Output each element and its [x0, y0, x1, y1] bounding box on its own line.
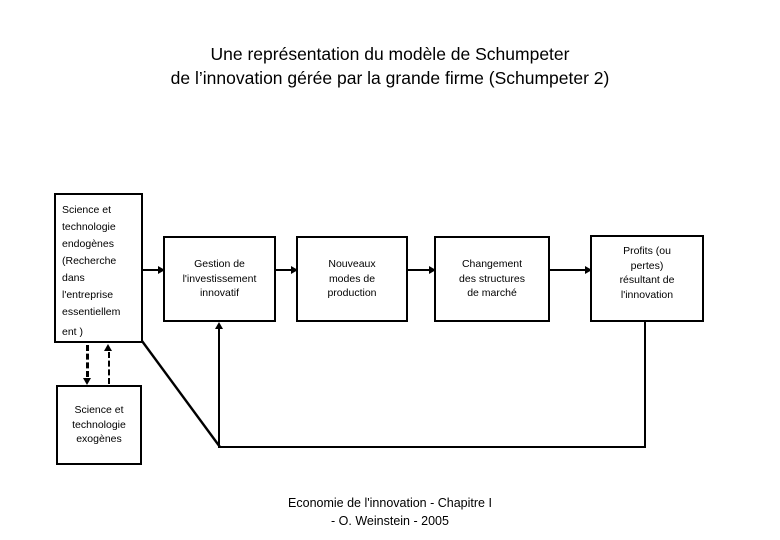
node-line: des structures [459, 272, 525, 285]
node-line: endogènes [62, 238, 114, 250]
node-line: de marché [467, 287, 517, 300]
node-line: Nouveaux [328, 258, 376, 271]
edge-endogenous-to-investment [143, 269, 165, 271]
node-nouveaux-modes-de-production[interactable]: Nouveaux modes de production [296, 236, 408, 322]
edge-market-to-profits [550, 269, 592, 271]
page-title: Une représentation du modèle de Schumpet… [0, 42, 780, 90]
edge-feedback-vertical-right [644, 322, 646, 448]
footer-line-1: Economie de l'innovation - Chapitre I [288, 496, 492, 510]
node-line: dans [62, 272, 85, 284]
arrowhead-exogenous-to-endogenous [104, 344, 112, 351]
node-line: résultant de [619, 274, 675, 286]
node-line: Changement [461, 258, 523, 271]
node-line: pertes) [630, 259, 664, 272]
edge-endogenous-diagonal [141, 340, 221, 448]
node-gestion-investissement-innovatif[interactable]: Gestion de l'investissement innovatif [163, 236, 276, 322]
node-line: essentiellem [62, 306, 121, 318]
edge-feedback-horizontal [218, 446, 646, 448]
node-line: modes de [328, 272, 376, 285]
node-line: Science et [62, 204, 112, 216]
node-line: ent ) [62, 326, 84, 338]
node-line: l'innovation [620, 288, 674, 301]
node-line: innovatif [199, 287, 240, 300]
node-line: Gestion de [194, 258, 245, 271]
node-profits-resultant-innovation[interactable]: Profits (ou pertes) résultant de l'innov… [590, 235, 704, 322]
edge-production-to-market [408, 269, 436, 271]
node-line: technologie [72, 418, 126, 431]
footer-credit: Economie de l'innovation - Chapitre I - … [0, 494, 780, 530]
node-line: exogènes [76, 433, 122, 446]
node-line: l'investissement [182, 272, 257, 285]
node-science-technologie-endogenes[interactable]: Science et technologie endogènes (Recher… [54, 193, 143, 343]
footer-line-2: - O. Weinstein - 2005 [331, 514, 449, 528]
node-line: (Recherche [62, 255, 117, 267]
arrowhead-investment-to-production [291, 266, 298, 274]
edge-feedback-vertical-left [218, 329, 220, 447]
node-line: l'entreprise [62, 289, 114, 301]
node-line: Science et [74, 404, 124, 417]
node-changement-structures-marche[interactable]: Changement des structures de marché [434, 236, 550, 322]
node-science-technologie-exogenes[interactable]: Science et technologie exogènes [56, 385, 142, 465]
arrowhead-endogenous-to-investment [158, 266, 165, 274]
node-line: technologie [62, 221, 116, 233]
page-title-line-2: de l’innovation gérée par la grande firm… [170, 68, 610, 88]
edge-endogenous-to-exogenous-dashed [86, 345, 89, 377]
arrowhead-production-to-market [429, 266, 436, 274]
arrowhead-endogenous-to-exogenous [83, 378, 91, 385]
node-line: Profits (ou [623, 245, 671, 257]
edge-exogenous-to-endogenous-dashed [108, 352, 110, 384]
edge-investment-to-production [276, 269, 298, 271]
node-line: production [327, 287, 377, 300]
page-title-line-1: Une représentation du modèle de Schumpet… [210, 44, 570, 64]
arrowhead-feedback-into-investment [215, 322, 223, 329]
arrowhead-market-to-profits [585, 266, 592, 274]
